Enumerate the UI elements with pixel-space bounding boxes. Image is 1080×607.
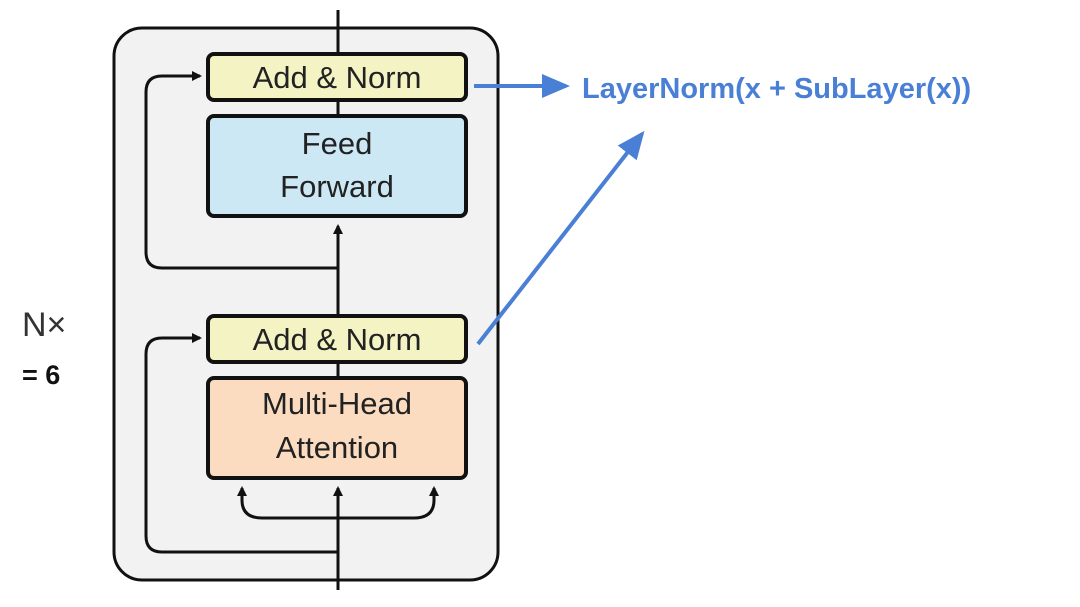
feed-forward-label-line1: Feed xyxy=(302,126,373,161)
attention-input-branch-right xyxy=(338,486,439,520)
add-norm-top-label: Add & Norm xyxy=(253,60,422,95)
annotation-arrow-diagonal xyxy=(476,130,645,346)
layernorm-formula: LayerNorm(x + SubLayer(x)) xyxy=(582,73,971,105)
attention-label-line1: Multi-Head xyxy=(262,386,412,421)
attention-input-branch-left xyxy=(237,486,338,520)
attention-label-line2: Attention xyxy=(276,430,398,465)
multi-head-attention-block xyxy=(206,376,468,480)
feed-forward-label-line2: Forward xyxy=(280,169,394,204)
repeat-label: N× xyxy=(22,306,66,344)
residual-connection-top xyxy=(144,71,338,270)
feed-forward-block xyxy=(206,114,468,218)
encoder-container xyxy=(112,26,500,582)
add-norm-block-top xyxy=(206,52,468,102)
repeat-value: = 6 xyxy=(22,360,60,390)
add-norm-bottom-label: Add & Norm xyxy=(253,322,422,357)
add-norm-block-bottom xyxy=(206,314,468,364)
residual-connection-bottom xyxy=(144,333,338,554)
